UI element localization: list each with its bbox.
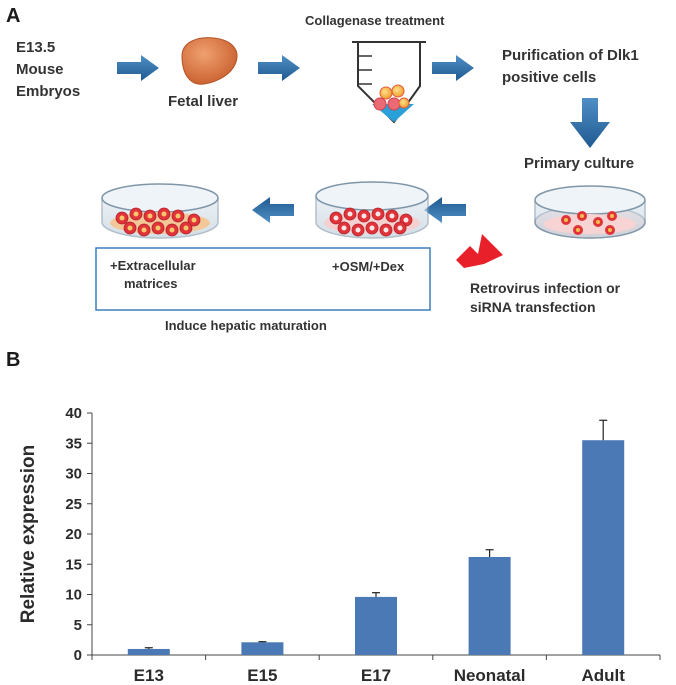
dish-middle-icon [315,181,429,239]
induce-box [95,247,431,311]
bar-e13 [127,648,170,655]
x-tick-label: E15 [247,666,277,685]
y-tick-label: 40 [65,405,82,422]
ecm-line-1: +Extracellular [110,258,196,273]
purification-line-2: positive cells [502,69,596,86]
fetal-liver-label: Fetal liver [168,93,238,110]
x-tick-label: E17 [361,666,391,685]
y-tick-label: 20 [65,526,82,543]
source-line-1: E13.5 [16,39,55,56]
dish-left-icon [101,183,219,239]
y-axis-title: Relative expression [18,445,39,623]
x-tick-label: E13 [134,666,164,685]
arrow-right-2 [258,55,300,81]
osm-dex-label: +OSM/+Dex [332,259,405,274]
panel-a-label: A [6,5,20,27]
retrovirus-line-2: siRNA transfection [470,299,596,315]
arrow-left-2 [252,197,294,223]
panel-b-label: B [6,349,20,371]
y-tick-label: 0 [74,647,82,664]
liver-icon [181,37,238,85]
red-arrow [456,234,503,276]
source-line-2: Mouse [16,61,64,78]
y-tick-label: 35 [65,435,82,452]
source-line-3: Embryos [16,83,80,100]
bar-neonatal [468,556,511,655]
arrow-down [570,98,610,148]
y-tick-label: 15 [65,556,82,573]
induce-label: Induce hepatic maturation [165,318,327,333]
tube-icon [352,41,426,124]
bar-e15 [241,642,284,655]
ecm-line-2: matrices [124,276,177,291]
y-tick-label: 5 [74,617,82,634]
bar-adult [582,440,625,655]
source-label: E13.5 Mouse Embryos [16,39,80,100]
arrow-left-1 [424,197,466,223]
collagenase-label: Collagenase treatment [305,13,445,28]
purification-label: Purification of Dlk1 positive cells [502,47,643,86]
x-tick-label: Adult [581,666,625,685]
primary-culture-label: Primary culture [524,155,634,172]
y-tick-label: 30 [65,466,82,483]
purification-line-1: Purification of Dlk1 [502,47,639,64]
retrovirus-line-1: Retrovirus infection or [470,280,621,296]
arrow-right-1 [117,55,159,81]
y-tick-label: 25 [65,496,82,513]
dish-primary-culture-icon [534,185,646,239]
bar-e17 [355,596,397,655]
x-tick-label: Neonatal [454,666,526,685]
arrow-right-3 [432,55,474,81]
y-tick-label: 10 [65,587,82,604]
retrovirus-label: Retrovirus infection or siRNA transfecti… [470,280,624,315]
ecm-label: +Extracellular matrices [110,258,199,291]
